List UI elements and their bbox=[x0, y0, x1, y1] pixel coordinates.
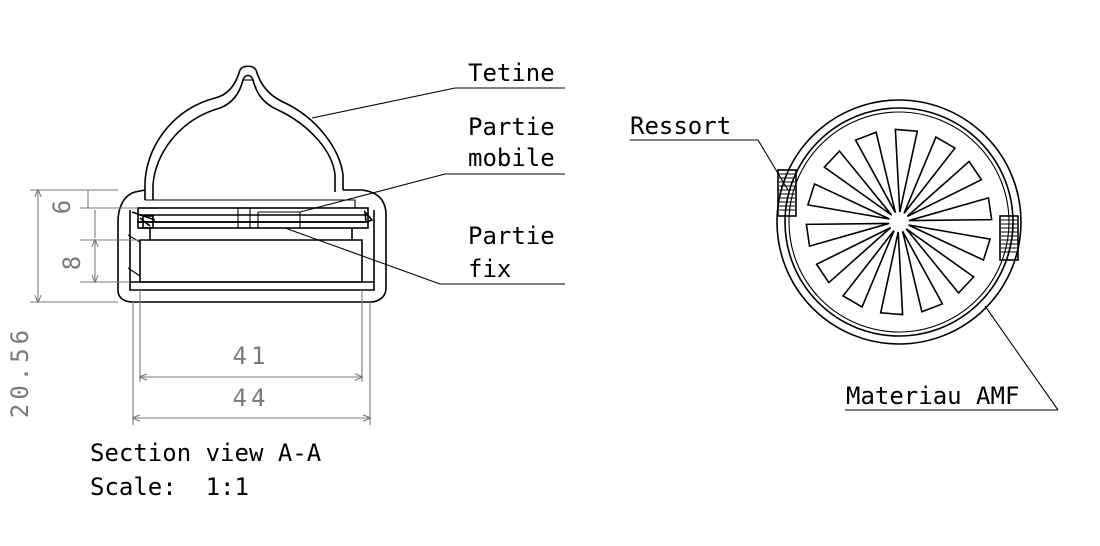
iris-blades bbox=[805, 128, 993, 316]
top-view: Ressort Materiau AMF bbox=[630, 99, 1059, 411]
iris-blade bbox=[908, 196, 993, 222]
caption-section-view: Section view A-A bbox=[90, 439, 322, 467]
outer-ring bbox=[776, 99, 1022, 345]
tetine-outer bbox=[144, 65, 344, 200]
iris-blade bbox=[806, 182, 890, 220]
dim-6: 6 bbox=[48, 196, 76, 214]
dim-8: 8 bbox=[58, 252, 86, 270]
label-partie-mobile-1: Partie bbox=[468, 113, 555, 141]
dim-44: 44 bbox=[233, 384, 270, 412]
iris-blade bbox=[854, 131, 897, 214]
iris-blade bbox=[901, 230, 944, 313]
dimension-lines bbox=[30, 190, 370, 425]
cap-outer bbox=[117, 189, 387, 303]
iris-blade bbox=[894, 128, 919, 213]
ressort-left bbox=[777, 169, 797, 217]
inner-ring bbox=[784, 107, 1014, 337]
label-partie-mobile-2: mobile bbox=[468, 144, 555, 172]
partie-fix-body bbox=[139, 239, 363, 283]
ressort-right bbox=[999, 215, 1019, 261]
tetine-inner bbox=[152, 74, 336, 200]
iris-blade bbox=[903, 135, 957, 214]
label-partie-fix-1: Partie bbox=[468, 222, 555, 250]
iris-blade bbox=[823, 149, 893, 216]
caption-scale: Scale: 1:1 bbox=[90, 473, 249, 501]
iris-blade bbox=[879, 231, 904, 316]
section-view: 6 8 20.56 41 44 Tetine Partie mobile Par… bbox=[6, 59, 565, 501]
dim-41: 41 bbox=[233, 342, 270, 370]
cap-inner bbox=[129, 210, 375, 291]
label-ressort: Ressort bbox=[630, 112, 731, 140]
iris-blade bbox=[908, 224, 992, 262]
label-tetine: Tetine bbox=[468, 59, 555, 87]
iris-blade bbox=[841, 230, 895, 309]
iris-blade bbox=[905, 228, 975, 295]
label-partie-fix-2: fix bbox=[468, 255, 511, 283]
iris-blade bbox=[906, 160, 983, 218]
iris-blade bbox=[815, 226, 892, 284]
label-materiau-amf: Materiau AMF bbox=[846, 382, 1019, 410]
dim-20-56: 20.56 bbox=[6, 326, 34, 418]
iris-blade bbox=[805, 222, 890, 248]
